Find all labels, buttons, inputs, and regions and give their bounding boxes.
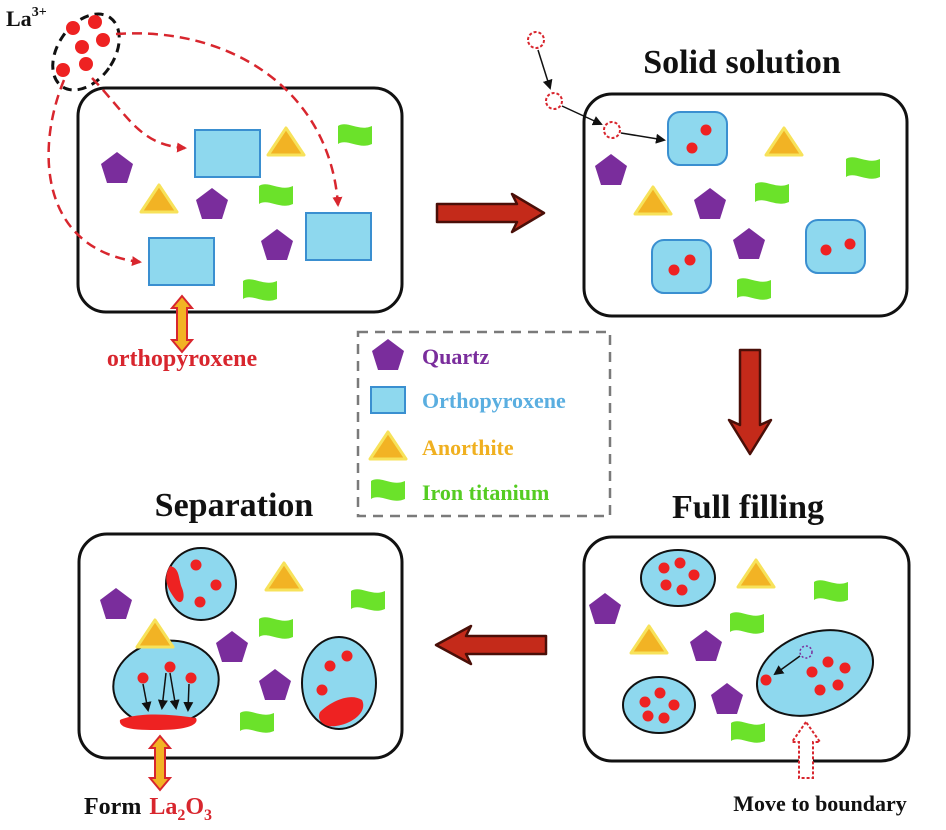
title-full-filling: Full filling xyxy=(672,489,824,526)
title-solid-solution: Solid solution xyxy=(643,44,841,81)
orthopyroxene-grain xyxy=(305,212,372,261)
orthopyroxene-pointer xyxy=(169,294,195,354)
flow-arrow-right xyxy=(435,192,546,234)
flow-arrow-left xyxy=(434,624,548,666)
legend-iron-titanium-label: Iron titanium xyxy=(422,480,549,505)
panel-full-filling xyxy=(582,535,911,763)
orthopyroxene-grain xyxy=(651,239,712,294)
la-ion-label: La3+ xyxy=(6,5,47,31)
panel-solid-solution xyxy=(582,92,909,318)
rectangle-icon xyxy=(370,386,406,414)
orthopyroxene-annotation: orthopyroxene xyxy=(107,346,258,372)
orthopyroxene-grain xyxy=(148,237,215,286)
legend-quartz-label: Quartz xyxy=(422,344,489,369)
orthopyroxene-grain xyxy=(622,676,696,734)
orthopyroxene-grain xyxy=(165,547,237,621)
la2o3-precipitate xyxy=(318,697,364,727)
boundary-pointer xyxy=(790,720,822,779)
flow-arrow-down xyxy=(727,348,773,456)
title-separation: Separation xyxy=(155,487,314,524)
la2o3-precipitate xyxy=(166,566,184,603)
legend: Quartz Orthopyroxene Anorthite Iron tita… xyxy=(356,330,612,518)
la-insertion-arrows xyxy=(47,32,343,267)
orthopyroxene-grain xyxy=(640,549,716,607)
legend-anorthite-label: Anorthite xyxy=(422,435,514,460)
la2o3-pointer xyxy=(147,734,173,792)
la-ion-cluster xyxy=(51,12,121,92)
orthopyroxene-grain xyxy=(667,111,728,166)
orthopyroxene-grain xyxy=(194,129,261,178)
la2o3-precipitate xyxy=(119,714,197,730)
panel-separation xyxy=(77,532,404,760)
move-to-boundary-annotation: Move to boundary xyxy=(733,791,907,816)
legend-orthopyroxene-label: Orthopyroxene xyxy=(422,388,566,413)
panel-initial xyxy=(76,86,404,314)
orthopyroxene-grain xyxy=(805,219,866,274)
ion-diffusion-path xyxy=(527,31,666,144)
